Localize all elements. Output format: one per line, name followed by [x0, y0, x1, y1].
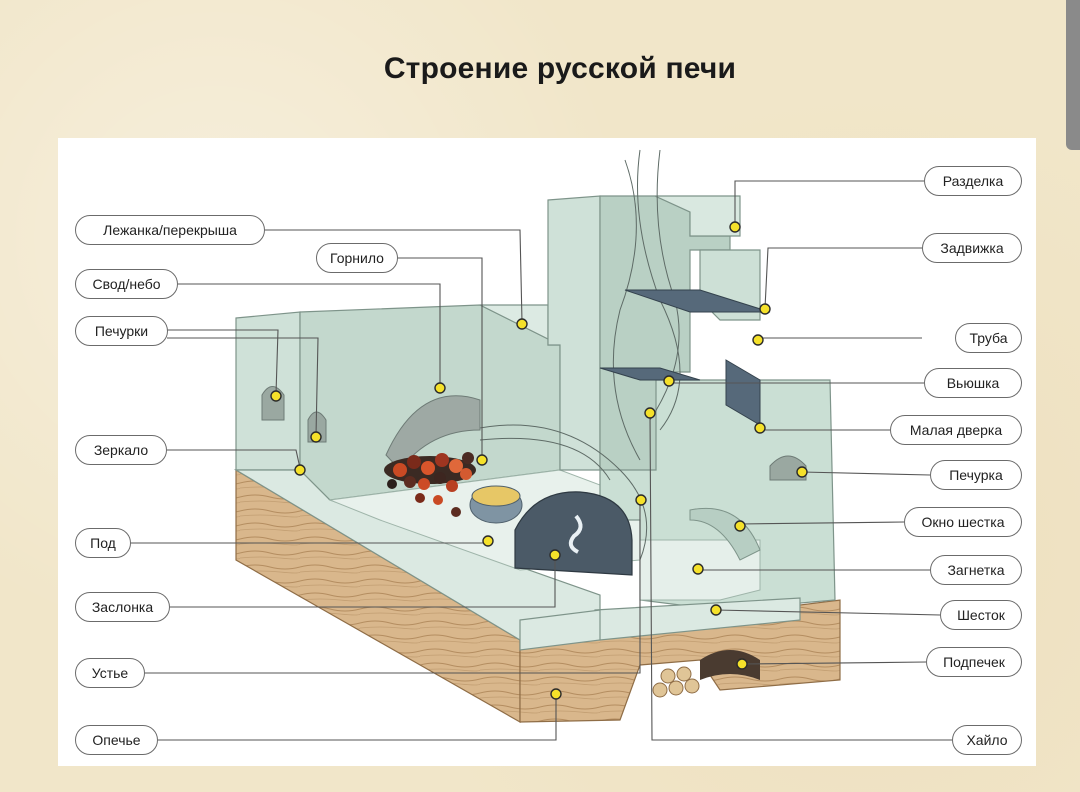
label-truba: Труба — [955, 323, 1022, 353]
leader-lines — [130, 180, 952, 741]
zadvizhka-plate — [624, 289, 771, 313]
marker-shestok — [710, 604, 722, 616]
label-pod: Под — [75, 528, 131, 558]
page-title: Строение русской печи — [383, 52, 737, 85]
marker-svod — [434, 382, 446, 394]
label-zerkalo: Зеркало — [75, 435, 167, 465]
label-pechurka: Печурка — [930, 460, 1022, 490]
label-zaslonka: Заслонка — [75, 592, 170, 622]
label-khaylo: Хайло — [952, 725, 1022, 755]
marker-zadvizhka — [759, 303, 771, 315]
pot — [469, 485, 523, 524]
label-svod: Свод/небо — [75, 269, 178, 299]
svod-vault — [385, 395, 481, 471]
marker-razdelka — [729, 221, 741, 233]
marker-pechurki-2 — [310, 431, 322, 443]
vyushka-plate — [599, 367, 701, 381]
marker-malaya-dverka — [754, 422, 766, 434]
marker-pechurki-1 — [270, 390, 282, 402]
scrollbar-edge — [1066, 0, 1080, 150]
marker-pod — [482, 535, 494, 547]
marker-gornilo — [476, 454, 488, 466]
firewood-logs — [652, 650, 760, 698]
marker-podpechek — [736, 658, 748, 670]
marker-truba — [752, 334, 764, 346]
okno-shestka-arch — [689, 507, 761, 561]
label-podpechek: Подпечек — [926, 647, 1022, 677]
marker-zerkalo — [294, 464, 306, 476]
marker-lezhanka — [516, 318, 528, 330]
marker-dots — [270, 221, 808, 700]
marker-zaslonka — [549, 549, 561, 561]
marker-pechurka — [796, 466, 808, 478]
marker-zagnetka — [692, 563, 704, 575]
marker-opechye — [550, 688, 562, 700]
label-gornilo: Горнило — [316, 243, 398, 273]
marker-vyushka — [663, 375, 675, 387]
label-malaya-dverka: Малая дверка — [890, 415, 1022, 445]
label-okno-shestka: Окно шестка — [904, 507, 1022, 537]
fire-coals — [384, 452, 476, 517]
label-vyushka: Вьюшка — [924, 368, 1022, 398]
label-shestok: Шесток — [940, 600, 1022, 630]
zaslonka-door — [514, 491, 633, 576]
label-lezhanka: Лежанка/перекрыша — [75, 215, 265, 245]
label-razdelka: Разделка — [924, 166, 1022, 196]
label-zadvizhka: Задвижка — [922, 233, 1022, 263]
label-zagnetka: Загнетка — [930, 555, 1022, 585]
label-pechurki: Печурки — [75, 316, 168, 346]
label-ustye: Устье — [75, 658, 145, 688]
label-opechye: Опечье — [75, 725, 158, 755]
marker-ustye — [635, 494, 647, 506]
marker-khaylo — [644, 407, 656, 419]
marker-okno-shestka — [734, 520, 746, 532]
